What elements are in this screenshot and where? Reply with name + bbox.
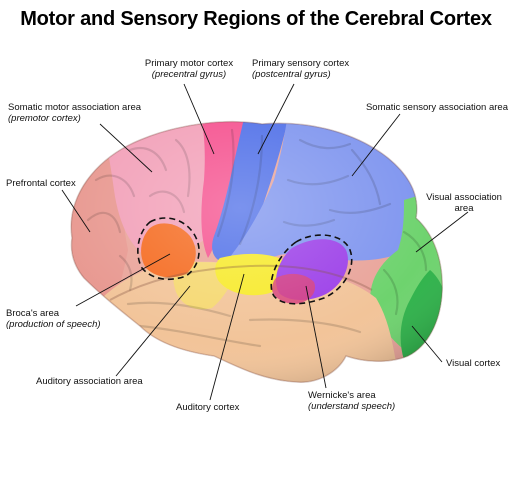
brain-shading [71, 121, 443, 383]
label-primary-motor-sub: (precentral gyrus) [151, 69, 227, 80]
label-wernicke-name: Wernicke's area [308, 390, 376, 401]
leader-visual-assoc [415, 211, 469, 253]
leader-somatic-sensory-assoc [351, 113, 401, 177]
label-visual-cortex-name: Visual cortex [446, 358, 501, 369]
label-broca-sub: (production of speech) [6, 319, 101, 330]
leader-somatic-motor-assoc [99, 123, 153, 173]
label-wernicke: Wernicke's area (understand speech) [308, 390, 395, 412]
leader-visual-cortex [411, 325, 443, 363]
label-primary-sensory: Primary sensory cortex (postcentral gyru… [252, 58, 349, 80]
label-primary-motor-name: Primary motor cortex [144, 58, 234, 69]
leader-wernicke [305, 285, 327, 389]
label-auditory-cortex: Auditory cortex [176, 402, 239, 413]
label-auditory-cortex-name: Auditory cortex [176, 402, 240, 413]
label-visual-cortex: Visual cortex [446, 358, 500, 369]
label-somatic-sensory-assoc: Somatic sensory association area [330, 102, 508, 113]
label-wernicke-sub: (understand speech) [308, 401, 396, 412]
diagram-title: Motor and Sensory Regions of the Cerebra… [20, 8, 492, 30]
label-broca-name: Broca's area [6, 308, 60, 319]
leader-auditory-cortex [209, 273, 245, 401]
label-visual-assoc-line1: Visual association [426, 192, 502, 203]
label-somatic-sensory-assoc-name: Somatic sensory association area [365, 102, 508, 113]
label-primary-sensory-name: Primary sensory cortex [252, 58, 350, 69]
label-auditory-assoc: Auditory association area [36, 376, 143, 387]
leader-broca [75, 253, 171, 307]
sylvian-fissure [109, 264, 373, 301]
leader-auditory-assoc [115, 285, 191, 377]
label-broca: Broca's area (production of speech) [6, 308, 101, 330]
label-prefrontal: Prefrontal cortex [6, 178, 76, 189]
leader-lines [61, 83, 469, 401]
label-auditory-assoc-name: Auditory association area [36, 376, 143, 387]
label-prefrontal-name: Prefrontal cortex [6, 178, 76, 189]
leader-primary-motor [183, 83, 215, 155]
leader-primary-sensory [257, 83, 295, 155]
label-somatic-motor-assoc-name: Somatic motor association area [8, 102, 142, 113]
wernicke-dashed-outline [270, 234, 353, 305]
label-somatic-motor-assoc: Somatic motor association area (premotor… [8, 102, 141, 124]
broca-dashed-outline [137, 217, 200, 281]
label-visual-assoc-line2: area [454, 203, 474, 214]
label-visual-assoc: Visual association area [418, 192, 510, 214]
label-primary-sensory-sub: (postcentral gyrus) [252, 69, 331, 80]
label-primary-motor: Primary motor cortex (precentral gyrus) [128, 58, 250, 80]
label-somatic-motor-assoc-sub: (premotor cortex) [8, 113, 81, 124]
leader-prefrontal [61, 189, 91, 233]
